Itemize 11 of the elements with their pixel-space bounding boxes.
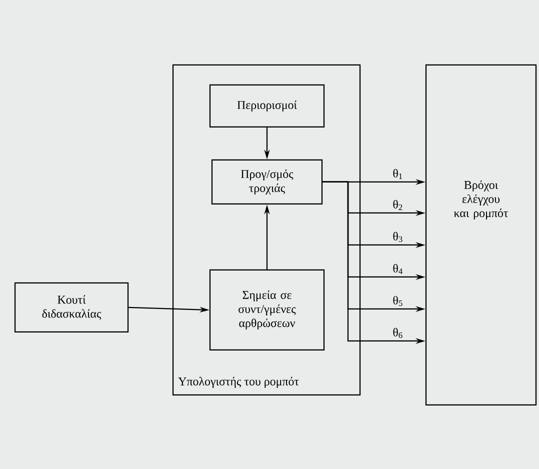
edge-label: θ$_{1}$ xyxy=(393,168,402,179)
edge-label: θ$_{2}$ xyxy=(393,200,402,210)
process-box: Περιορισμοί xyxy=(209,84,325,128)
edge-label: θ$_{6}$ xyxy=(393,328,402,338)
edge-label: θ$_{3}$ xyxy=(393,232,402,242)
process-box: Βρόχοι ελέγχου και ρομπότ xyxy=(425,64,537,406)
edge-label: θ$_{5}$ xyxy=(393,296,402,306)
process-box: Κουτί διδασκαλίας xyxy=(14,282,129,333)
edge-label: θ$_{4}$ xyxy=(393,264,402,274)
process-box: Προγ/σμός τροχιάς xyxy=(211,159,323,205)
process-box: Σημεία σε συντ/γμένες αρθρώσεων xyxy=(209,269,325,351)
